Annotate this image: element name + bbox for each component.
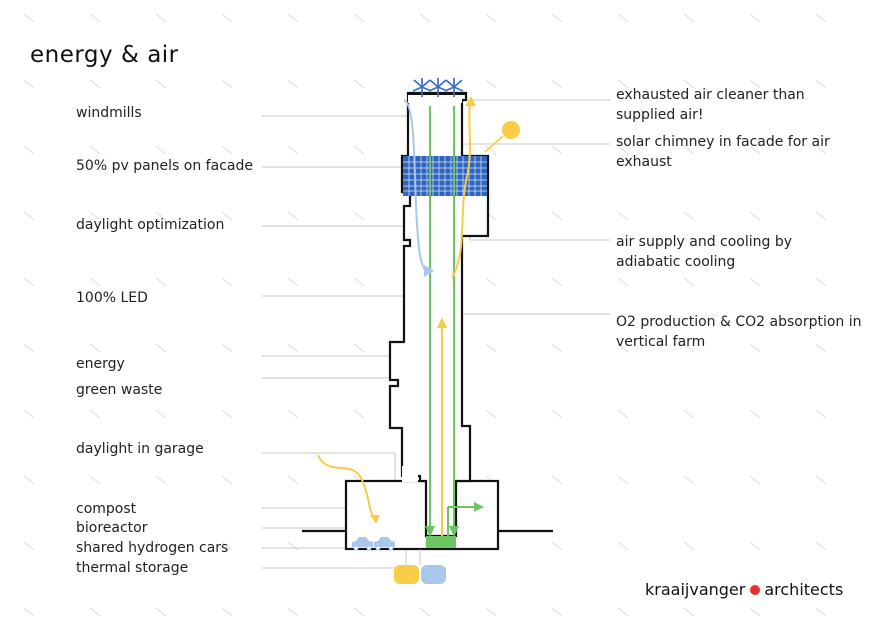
- label-energy: energy: [76, 356, 125, 372]
- blue-arrow-right: [424, 265, 434, 277]
- label-windmills: windmills: [76, 105, 142, 121]
- label-pv-panels: 50% pv panels on facade: [76, 158, 253, 174]
- brand-dot-icon: [750, 585, 761, 595]
- green-arrow-down-right: [449, 526, 459, 537]
- label-bioreactor: bioreactor: [76, 520, 148, 536]
- yellow-arrow-up-shaft: [437, 317, 447, 328]
- car-icon: [352, 537, 395, 551]
- green-arrow-right: [474, 502, 484, 512]
- page-title: energy & air: [30, 42, 179, 68]
- blue-flow: [403, 99, 427, 272]
- garage-outline: [344, 479, 500, 551]
- bioreactor-block: [426, 536, 456, 548]
- yellow-flow: [317, 103, 471, 536]
- label-o2-production: O2 production & CO2 absorption in vertic…: [616, 314, 862, 350]
- brand-name-left: kraaijvanger: [645, 580, 746, 599]
- green-flow: [429, 106, 476, 536]
- label-daylight-optimization: daylight optimization: [76, 217, 225, 233]
- label-hydrogen-cars: shared hydrogen cars: [76, 540, 229, 556]
- label-compost: compost: [76, 501, 137, 517]
- label-led: 100% LED: [76, 290, 148, 306]
- label-green-waste: green waste: [76, 382, 163, 398]
- green-arrow-down-left: [425, 526, 435, 537]
- label-air-supply: air supply and cooling by adiabatic cool…: [616, 234, 793, 270]
- yellow-arrow-garage: [370, 515, 380, 524]
- label-solar-chimney: solar chimney in facade for air exhaust: [616, 134, 830, 170]
- brand-logo: kraaijvanger architects: [645, 580, 843, 599]
- thermal-storage-warm: [394, 565, 419, 584]
- brand-name-right: architects: [764, 580, 844, 599]
- sun-icon: [502, 121, 520, 139]
- thermal-storage-cold: [421, 565, 446, 584]
- label-exhausted-air: exhausted air cleaner than supplied air!: [616, 87, 805, 123]
- label-thermal-storage: thermal storage: [76, 560, 189, 576]
- yellow-arrow-top: [465, 96, 476, 106]
- windmill-icon: [412, 78, 464, 97]
- label-daylight-garage: daylight in garage: [76, 441, 204, 457]
